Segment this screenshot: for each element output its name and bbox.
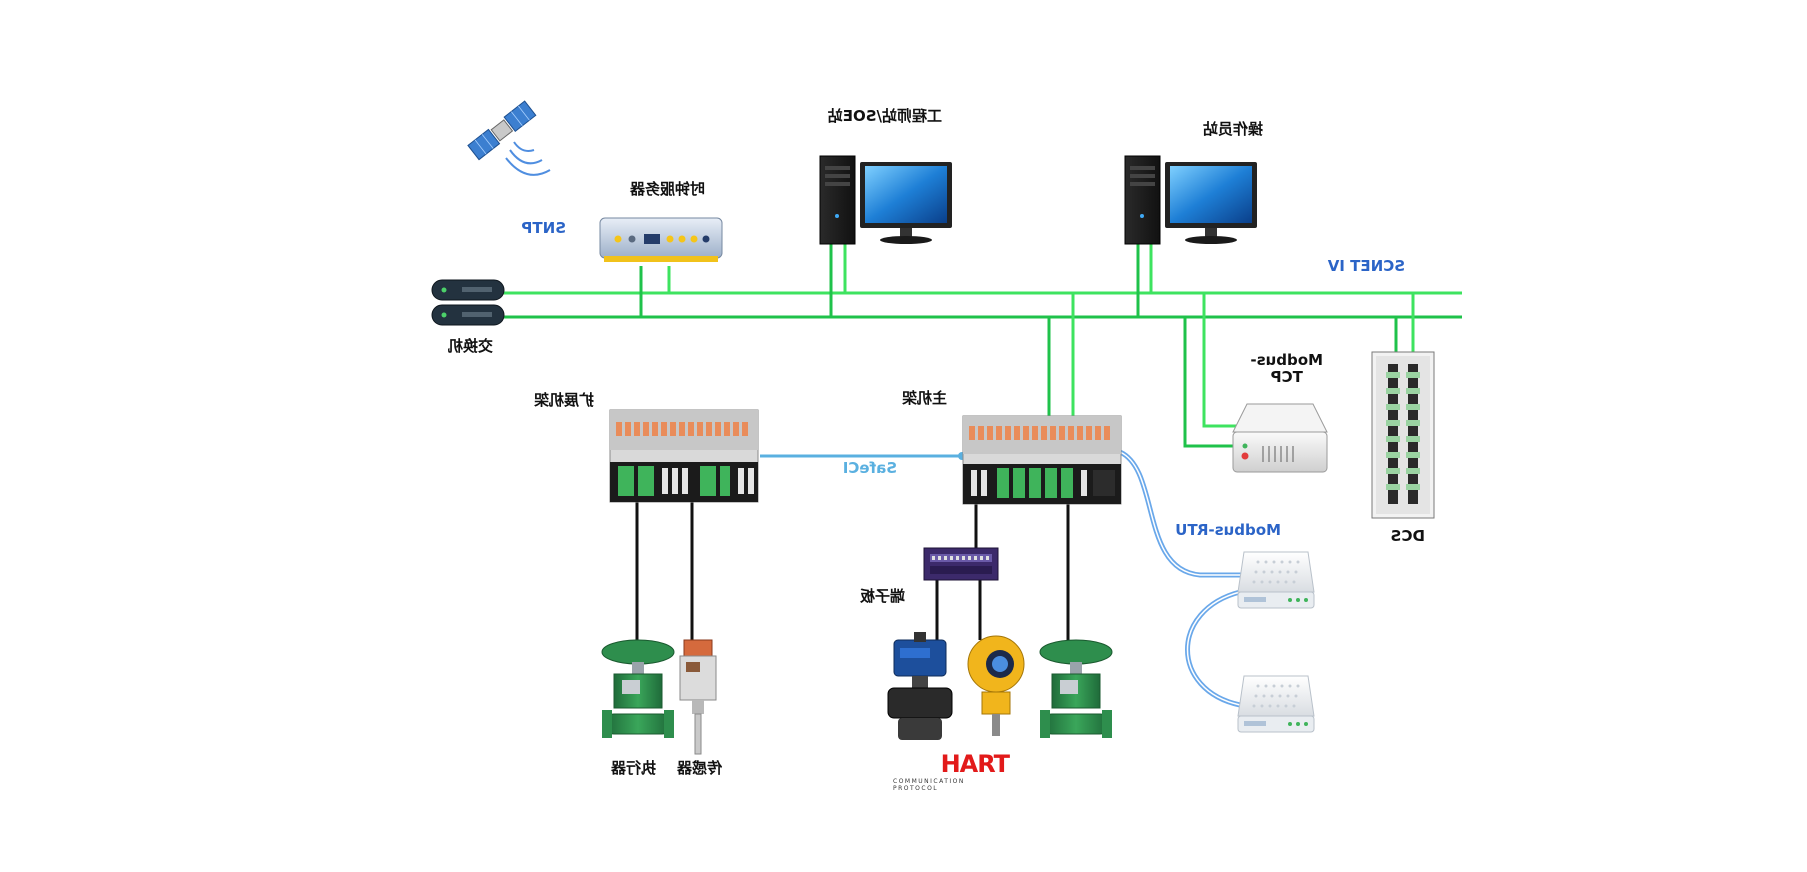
pressure-transmitter-icon [967,635,1025,736]
switch-label: 交换机 [447,337,493,355]
scnet-label: SCNET IV [1327,257,1405,275]
engineer-station-pc-icon [819,155,952,245]
dcs-label: DCS [1390,527,1425,545]
modbus-rtu-cable [1117,449,1245,708]
control-valve-icon [1039,639,1113,738]
dcs-cabinet-icon [1371,351,1435,519]
switch-icon [431,279,505,326]
satellite-icon [467,100,551,176]
actuator-valve-icon [601,639,675,738]
modbus-rtu-device-1-icon [1237,551,1315,609]
expansion-rack-icon [609,409,759,503]
sensor-icon [679,639,717,755]
motorized-ball-valve-icon [887,632,953,740]
main-rack-icon [962,415,1122,505]
terminal-board-icon [923,547,999,581]
modbus-rtu-device-2-icon [1237,675,1315,733]
main-rack-label: 主机架 [901,389,947,407]
engineer-station-label: 工程师站/SOE站 [827,107,942,125]
operator-station-pc-icon [1124,155,1257,245]
sntp-label: SNTP [521,219,566,237]
expansion-rack-label: 扩展机架 [533,391,594,409]
terminal-board-label: 端子板 [859,587,905,605]
safeci-label: SafeCI [842,459,897,477]
network-bus [502,291,1462,319]
clock-server-label: 时钟服务器 [629,180,705,198]
field-wiring [635,502,1070,642]
sensor-label: 传感器 [676,759,722,777]
operator-station-label: 操作员站 [1202,120,1263,138]
actuator-label: 执行器 [610,759,656,777]
hart-logo-word: HART [940,750,1010,778]
modbus-tcp-label: Modbus- TCP [1250,351,1323,386]
modbus-rtu-label: Modbus-RTU [1175,521,1281,539]
hart-logo-tagline: COMMUNICATION PROTOCOL [893,778,965,792]
hart-logo: HART COMMUNICATION PROTOCOL [893,750,1010,792]
modbus-tcp-server-icon [1232,403,1328,473]
network-drops [639,242,1415,448]
clock-server-icon [599,217,723,262]
